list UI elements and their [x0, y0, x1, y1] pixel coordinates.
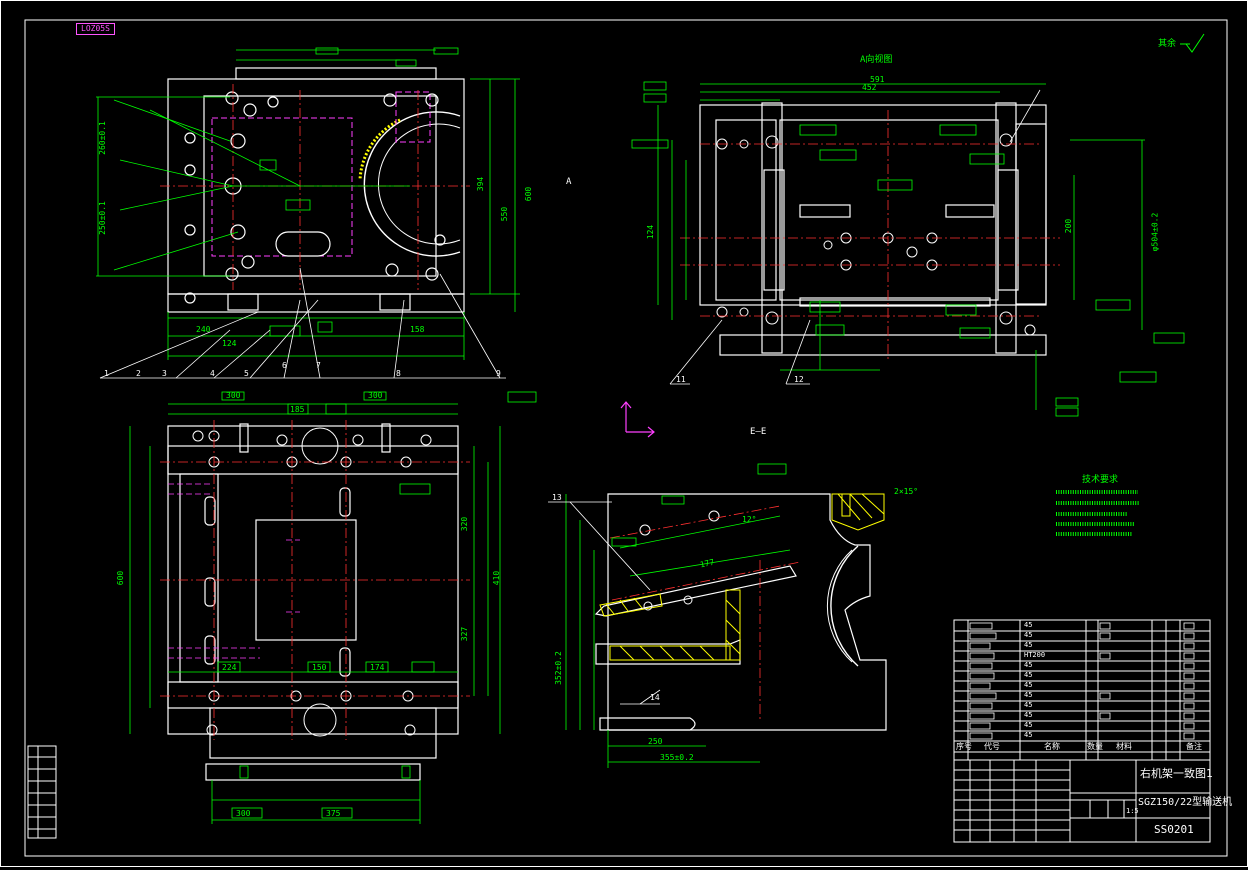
- dim-text: 150: [312, 663, 327, 672]
- bom-material: 45: [1024, 671, 1033, 679]
- bom-material: HT200: [1024, 651, 1046, 659]
- drawing-scale: 1:5: [1126, 807, 1139, 815]
- callout-7: 7: [316, 361, 321, 370]
- callout-9: 9: [496, 369, 501, 378]
- binding-strip: [27, 745, 57, 839]
- dim-text: φ504±0.2: [1150, 212, 1160, 252]
- dim-text: 224: [222, 663, 237, 672]
- dim-text: 591: [870, 75, 885, 84]
- bom-header-code: 代号: [984, 742, 1000, 751]
- callout-14: 14: [650, 693, 660, 702]
- dim-text: 260±0.1: [97, 121, 107, 155]
- dim-text: 158: [410, 325, 425, 334]
- dim-text: 452: [862, 83, 877, 92]
- callout-5: 5: [244, 369, 249, 378]
- dim-text: 327: [460, 626, 470, 642]
- dim-text: 300: [368, 391, 383, 400]
- callout-12: 12: [794, 375, 804, 384]
- bom-header-qty: 数量: [1087, 742, 1103, 751]
- top-right-view: [631, 81, 1185, 417]
- sheet-tag: LOZ05S: [76, 23, 115, 35]
- dim-text: 250: [648, 737, 663, 746]
- dim-text: 320: [460, 516, 470, 532]
- dim-text: 352±0.2: [553, 651, 563, 685]
- callout-8: 8: [396, 369, 401, 378]
- bom-material: 45: [1024, 641, 1033, 649]
- dim-text: 375: [326, 809, 341, 818]
- dim-text: 300: [236, 809, 251, 818]
- bom-header-index: 序号: [956, 742, 972, 751]
- callout-11: 11: [676, 375, 686, 384]
- dim-text: 12°: [742, 515, 757, 524]
- bom-material: 45: [1024, 721, 1033, 729]
- dim-text: 600: [524, 186, 534, 202]
- dim-text: 185: [290, 405, 305, 414]
- dim-text: 550: [500, 206, 510, 222]
- dim-text: 200: [1064, 218, 1074, 234]
- dim-text: 250±0.1: [97, 201, 107, 235]
- drawing-number: SS0201: [1154, 823, 1194, 836]
- bottom-left-view: [129, 391, 537, 824]
- dim-text: 2×15°: [894, 487, 919, 496]
- callout-4: 4: [210, 369, 215, 378]
- view-note: A向视图: [860, 55, 893, 65]
- section-label: E—E: [750, 427, 767, 437]
- title-block: [953, 759, 1211, 843]
- dim-text: 600: [116, 570, 126, 586]
- bom-table: [953, 619, 1211, 761]
- dim-text: 124: [222, 339, 237, 348]
- bom-material: 45: [1024, 701, 1033, 709]
- bom-material: 45: [1024, 681, 1033, 689]
- bom-material: 45: [1024, 711, 1033, 719]
- a-view-label: A: [566, 177, 572, 187]
- callout-1: 1: [104, 369, 109, 378]
- dim-text: 394: [476, 176, 486, 192]
- dim-text: 124: [646, 224, 656, 240]
- drawing-title: 右机架一致图1: [1140, 767, 1213, 780]
- tech-requirements-block: [1056, 490, 1140, 536]
- drawing-subtitle: SGZ150/22型输送机: [1138, 797, 1233, 808]
- callout-6: 6: [282, 361, 287, 370]
- dim-text: 240: [196, 325, 211, 334]
- bom-material: 45: [1024, 691, 1033, 699]
- top-left-view: [96, 47, 520, 379]
- bom-header-name: 名称: [1044, 742, 1060, 751]
- roughness-symbol: [1180, 33, 1205, 53]
- section-view-e-e: [548, 463, 887, 768]
- callout-13: 13: [552, 493, 562, 502]
- dim-text: 355±0.2: [660, 753, 694, 762]
- dim-text: 174: [370, 663, 385, 672]
- bom-material: 45: [1024, 731, 1033, 739]
- ucs-icon: [620, 401, 655, 438]
- bom-material: 45: [1024, 621, 1033, 629]
- bom-material: 45: [1024, 631, 1033, 639]
- callout-2: 2: [136, 369, 141, 378]
- finish-note: 其余: [1158, 39, 1177, 49]
- tech-req-title: 技术要求: [1082, 475, 1119, 485]
- dim-text: 410: [492, 570, 502, 586]
- bom-row-marks: [969, 622, 1195, 740]
- bom-header-material: 材料: [1116, 742, 1132, 751]
- bom-material: 45: [1024, 661, 1033, 669]
- callout-3: 3: [162, 369, 167, 378]
- dim-text: 300: [226, 391, 241, 400]
- bom-header-notes: 备注: [1186, 742, 1202, 751]
